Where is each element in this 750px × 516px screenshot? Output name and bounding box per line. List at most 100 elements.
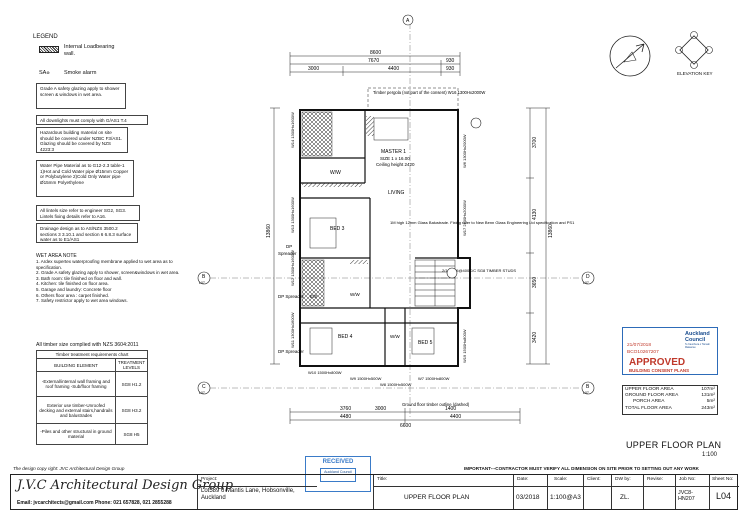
room-label-bed3: BED 3: [330, 226, 345, 232]
legend-title: LEGEND: [33, 34, 58, 40]
approval-sub: BUILDING CONSENT PLANS: [629, 368, 690, 373]
copyright: The design copy right: JVC Architectural…: [13, 466, 125, 471]
legend-smoke-label: Smoke alarm: [64, 70, 97, 76]
bearing-wall: [302, 183, 362, 187]
left-dimension: [270, 107, 280, 365]
ensuite-tile: [301, 111, 333, 157]
dim-bottom: 6600: [400, 423, 411, 428]
window-label: W14 1300Hx1600W: [290, 112, 295, 148]
timber-element: Exterior use timber-Unroofed decking and…: [36, 396, 116, 424]
glass-note: 1M high 12mm Glass Balustrade. Fixing re…: [390, 220, 575, 225]
area-value: 131m²: [701, 393, 715, 399]
top-dimensions: [289, 52, 461, 76]
grid-ref: L07: [199, 281, 205, 285]
timber-treatment-table: Timber treatment requirements chart BUIL…: [36, 350, 149, 445]
sheet-no-label: Sheet No:: [712, 477, 734, 482]
revise-cell: Revise:: [643, 475, 675, 509]
sheet-cell: Sheet No: L04: [709, 475, 739, 509]
pergola-note: Timber pergola (not part of the consent)…: [373, 90, 485, 95]
council-sub: Te Kaunihera o Tāmaki Makaurau: [685, 343, 710, 349]
grid-label: C: [202, 384, 206, 390]
window-label: W8 1500Hx500W: [380, 382, 412, 387]
received-label: RECEIVED: [322, 459, 354, 465]
right-dimensions: [526, 107, 550, 365]
firm-contact: Email: jvcarchitects@gmail.com Phone: 02…: [17, 500, 172, 506]
window-label: W19 1500Hx800W: [462, 329, 467, 363]
wet-area-notes: WET AREA NOTE 1. Ardex supertex waterpro…: [36, 253, 196, 323]
north-arrow-icon: [609, 35, 651, 77]
dim-right: 3700: [532, 137, 538, 148]
smoke-alarm-icon: SA⊗: [39, 70, 50, 76]
wet-area-item: 5. Garage and laundry: Concrete floor: [36, 286, 112, 292]
timber-sub: Timber treatment requirements chart: [36, 350, 148, 359]
loadbearing-wall-swatch: [39, 46, 59, 53]
wet-area-item: 4. Kitchen: tile finished on floor area.: [36, 281, 109, 287]
dim-top: 4400: [388, 66, 399, 72]
council-name: Auckland Council: [685, 331, 710, 343]
grid-label: B: [202, 274, 206, 280]
timber-level: SG8 H5: [114, 423, 149, 445]
studs-note: 2/140x45@400C/C SG8 TIMBER STUDS: [442, 268, 516, 273]
timber-element: -External/internal wall framing and roof…: [36, 371, 116, 397]
wet-area-item: 7. Safety restrictor apply to wet area w…: [36, 298, 128, 304]
ceiling-height: Ceiling height 2420: [376, 162, 415, 167]
elevation-key-icon: [675, 31, 713, 69]
scale-label: Scale:: [554, 477, 568, 482]
dim-right: 3650: [532, 277, 538, 288]
spreader-label: DP Spreader: [278, 349, 304, 354]
dim-bottom: 4480: [340, 414, 351, 420]
bed-3-furniture: [309, 217, 337, 249]
job-value: JVC8-HN207: [678, 490, 695, 503]
room-label-bed5: BED 5: [418, 340, 433, 346]
window-label: W17 2100Hx2000W: [462, 200, 467, 236]
table-row: -External/internal wall framing and roof…: [36, 371, 149, 397]
bottom-dimensions: [289, 408, 521, 424]
council-logo-icon: Auckland Council: [320, 468, 356, 482]
title-label: Title:: [377, 477, 388, 482]
dim-top: 8600: [370, 50, 381, 56]
date-cell: Date: 03/2018: [513, 475, 547, 509]
note-downlights: All downlights must comply with G/AS1 T.…: [36, 115, 148, 125]
room-label-ww: W/W: [350, 292, 360, 297]
note-drainage: Drainage design as to AS/NZS 3500.2 sect…: [36, 223, 138, 243]
dim-top: 930: [446, 58, 455, 64]
legend-wall-label: Internal Loadbearing wall.: [64, 44, 115, 57]
room-label-living: LIVING: [388, 190, 405, 196]
sheet-scale: 1:100: [702, 452, 718, 458]
room-label-master: MASTER 1: [381, 149, 406, 155]
master-bed-furniture: [373, 117, 409, 141]
title-divider: [197, 486, 317, 487]
grid-ref: L07: [199, 391, 205, 395]
legend-panel: LEGEND Internal Loadbearing wall. SA⊗ Sm…: [33, 34, 155, 80]
dim-right: 3420: [532, 332, 538, 343]
dw-cell: DW by: ZL.: [611, 475, 643, 509]
spreader-label: Spreader: [278, 251, 297, 256]
dim-top: 930: [446, 66, 455, 72]
note-glazing: Grade A safety glazing apply to shower s…: [36, 83, 126, 109]
dim-left: 13860: [266, 224, 272, 238]
table-row: Exterior use timber-Unroofed decking and…: [36, 396, 149, 424]
downpipe-label: DP: [286, 244, 292, 249]
sheet-no-value: L04: [716, 491, 732, 501]
wet-area-item: 6. Others floor area : carpet finished.: [36, 292, 110, 298]
dim-bottom: 1400: [445, 406, 456, 412]
grid-label: A: [406, 18, 410, 24]
spreader-label: DP Spreader: [278, 294, 304, 299]
grid-label: D: [586, 274, 590, 280]
dim-bottom: 4400: [450, 414, 461, 420]
room-label-ww: W/W: [330, 170, 341, 176]
timber-treatment-section: All timber size complied with NZS 3604:2…: [36, 342, 160, 445]
window-label: W6 1300Hx2000W: [462, 134, 467, 168]
area-label: TOTAL FLOOR AREA: [625, 405, 672, 411]
floor-plan-drawing: 8600 7670 930 3000 4400 930 13860 13860 …: [197, 14, 595, 428]
room-label-es: E/S: [310, 294, 317, 299]
table-row: -Piles and other structural in ground ma…: [36, 423, 149, 445]
dim-right: 4130: [532, 209, 538, 220]
window-label: W10 1500Hx800W: [308, 370, 342, 375]
bearing-wall: [366, 116, 374, 136]
title-block: J.V.C Architectural Design Group Email: …: [10, 474, 739, 510]
